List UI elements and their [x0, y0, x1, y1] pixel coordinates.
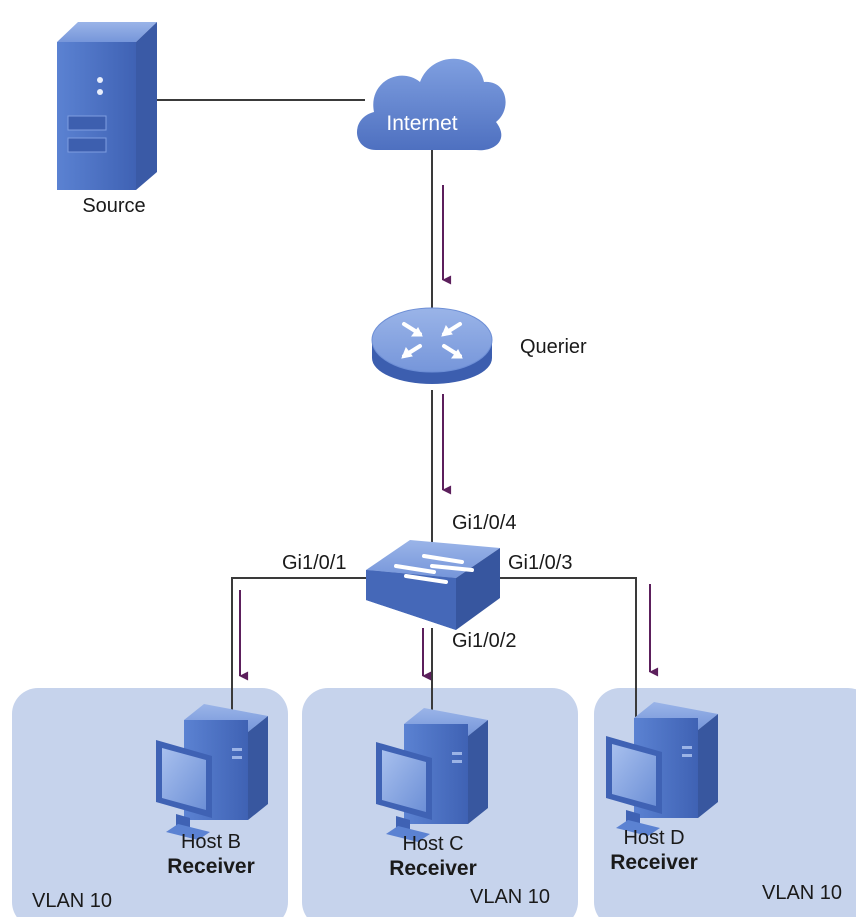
port-label-gi2: Gi1/0/2: [452, 630, 517, 652]
internet-label: Internet: [386, 112, 458, 135]
port-label-gi3: Gi1/0/3: [508, 552, 573, 574]
querier-label: Querier: [520, 336, 587, 358]
host-name-c: Host C: [402, 833, 464, 855]
link-switch-host-d: [500, 577, 637, 718]
link-switch-host-b: [231, 577, 366, 716]
vlan-label-b: VLAN 10: [32, 890, 113, 912]
computer-icon-b: [156, 704, 268, 840]
host-name-b: Host B: [180, 831, 242, 853]
flow-arrows: [239, 185, 659, 681]
vlan-label-c: VLAN 10: [470, 886, 551, 908]
port-label-gi1: Gi1/0/1: [282, 552, 347, 574]
router-icon: [371, 307, 493, 384]
links: [156, 99, 637, 718]
host-name-d: Host D: [623, 827, 685, 849]
host-role-b: Receiver: [167, 855, 255, 878]
source-label: Source: [82, 195, 146, 217]
vlan-label-d: VLAN 10: [762, 882, 843, 904]
switch-icon: [366, 540, 500, 630]
host-role-d: Receiver: [610, 851, 698, 874]
cloud-icon: [356, 58, 506, 151]
server-icon: [57, 22, 157, 190]
computer-icon-c: [376, 708, 488, 842]
computer-icon-d: [606, 702, 718, 836]
host-role-c: Receiver: [389, 857, 477, 880]
port-label-gi4: Gi1/0/4: [452, 512, 517, 534]
